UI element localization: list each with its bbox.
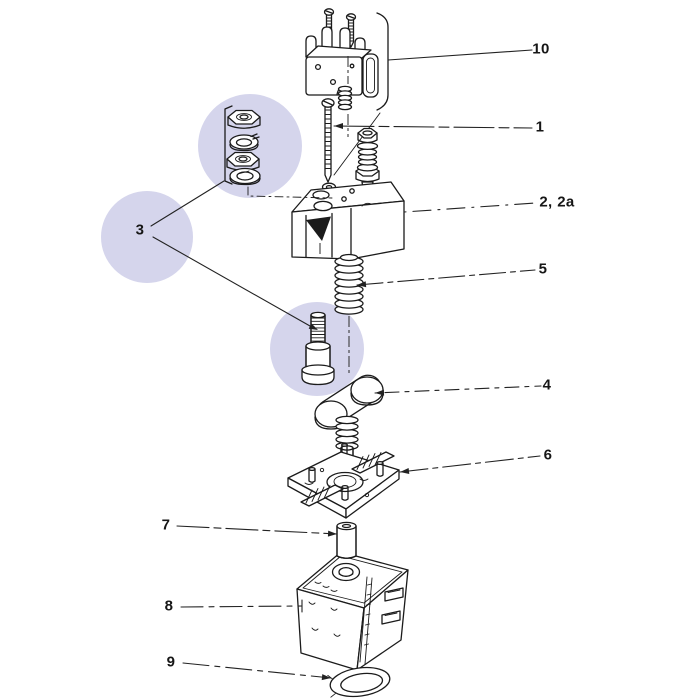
stack-bracket (224, 105, 233, 185)
nut-washer-stack (224, 105, 261, 186)
channel-triangle (306, 216, 331, 241)
contact-slot (351, 451, 395, 474)
terminal-tab (384, 587, 404, 602)
center-axis-line (319, 56, 350, 376)
mounting-screw (345, 13, 357, 48)
leader-lines (150, 49, 542, 681)
terminal-blade (321, 26, 333, 50)
highlight-label-3 (101, 191, 193, 283)
callout-label-2-2a: 2, 2a (539, 193, 575, 211)
leader-1-diagonal (333, 112, 381, 176)
small-spring (337, 85, 353, 111)
callout-label-1: 1 (535, 118, 545, 136)
leader-2-2a (403, 202, 537, 213)
leader-7 (176, 525, 338, 535)
callout-label-4: 4 (542, 376, 552, 394)
callout-label-9: 9 (166, 653, 176, 671)
cylinder-pin (336, 521, 357, 559)
leader-4 (374, 385, 542, 394)
leader-8 (180, 605, 303, 608)
side-clip (362, 53, 379, 98)
leader-9 (182, 662, 332, 679)
callout-label-7: 7 (161, 516, 171, 534)
contact-housing-block (291, 181, 405, 260)
stack-connector-line (247, 186, 333, 199)
base-plate (287, 443, 400, 519)
terminal-connector-block (305, 8, 379, 111)
leader-6 (399, 455, 541, 473)
terminal-tab (381, 610, 401, 625)
terminal-blade (339, 27, 351, 51)
long-machine-screw (321, 98, 337, 192)
seal-ring (327, 666, 391, 698)
lever-arm (314, 374, 384, 430)
callout-label-6: 6 (543, 446, 553, 464)
bracket-10 (376, 12, 389, 111)
compression-spring (334, 253, 364, 315)
leader-3-up (150, 180, 225, 227)
leader-10 (387, 49, 533, 61)
leader-5 (356, 269, 536, 286)
contact-slot (300, 484, 344, 507)
plunger-stud (301, 311, 335, 386)
callout-label-3: 3 (135, 221, 145, 239)
callout-label-5: 5 (538, 260, 548, 278)
switch-body (296, 551, 409, 671)
callout-label-10: 10 (532, 40, 550, 58)
callout-label-8: 8 (164, 597, 174, 615)
leader-3-down (152, 236, 311, 327)
leader-1 (333, 125, 533, 129)
